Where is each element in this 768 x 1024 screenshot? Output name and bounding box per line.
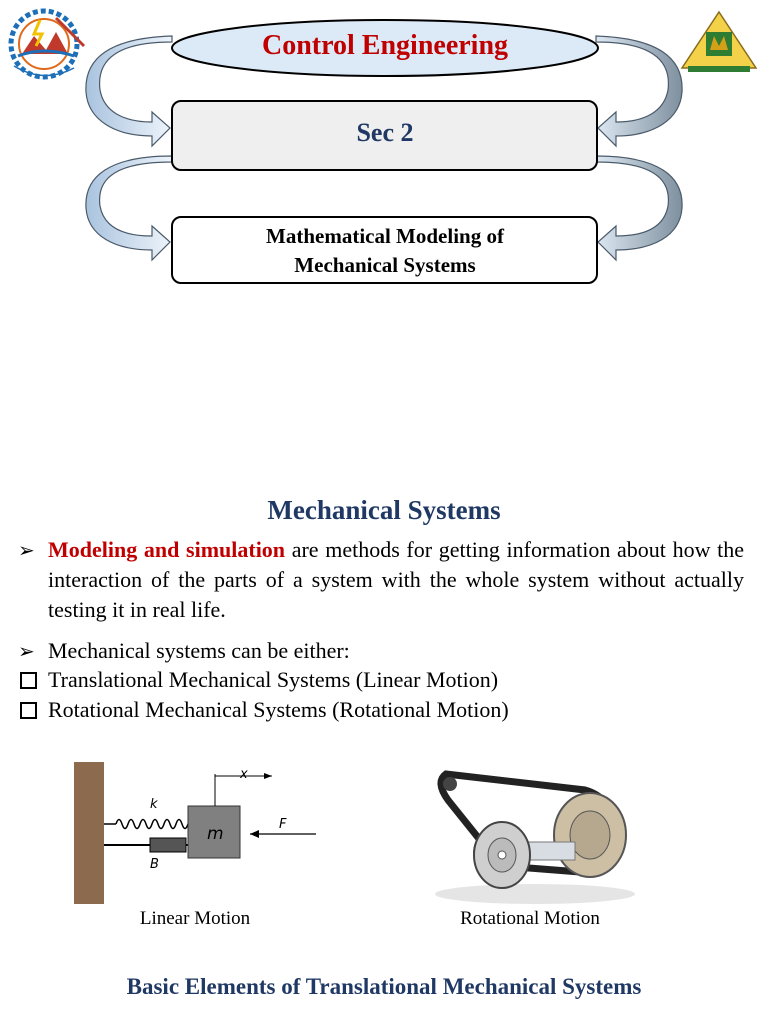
label-x: x	[239, 767, 248, 782]
topic-title-line-1: Mathematical Modeling of	[266, 224, 504, 248]
label-k: k	[150, 797, 158, 812]
section-label: Sec 2	[356, 118, 414, 147]
curved-arrow-right-2	[595, 155, 683, 262]
arrow-bullet-icon: ➢	[18, 641, 35, 663]
checkbox-icon	[20, 702, 37, 719]
checklist-item-2: Rotational Mechanical Systems (Rotationa…	[48, 697, 509, 722]
label-F: F	[279, 817, 287, 832]
arrow-bullet-icon: ➢	[18, 540, 35, 562]
linear-motion-diagram: x k m F B	[74, 762, 316, 904]
topic-title: Mathematical Modeling of Mechanical Syst…	[175, 222, 595, 280]
mass-block	[187, 805, 241, 859]
title-oval	[171, 19, 599, 77]
university-logo-icon	[680, 10, 758, 72]
topic-title-line-2: Mechanical Systems	[294, 253, 476, 277]
curved-arrow-left-1	[85, 35, 173, 148]
checklist-item-1: Translational Mechanical Systems (Linear…	[48, 667, 499, 692]
bullet-paragraph-2: Mechanical systems can be either:	[48, 638, 350, 663]
checkbox-icon	[20, 672, 37, 689]
faculty-logo-icon	[8, 8, 86, 80]
topic-box	[171, 216, 598, 284]
damper	[149, 837, 187, 853]
rotational-motion-caption: Rotational Motion	[460, 908, 600, 929]
curved-arrow-left-2	[85, 155, 173, 262]
label-B: B	[150, 857, 159, 872]
bullet-1-text: are methods for getting information abou…	[48, 537, 745, 622]
bullet-paragraph-1: Modeling and simulation are methods for …	[48, 535, 744, 625]
header-diagram	[85, 19, 683, 284]
course-title: Control Engineering	[261, 30, 509, 61]
footer-heading: Basic Elements of Translational Mechanic…	[126, 974, 642, 999]
section-box	[171, 100, 598, 171]
rotational-motion-image	[435, 770, 635, 904]
linear-motion-caption: Linear Motion	[139, 908, 251, 929]
wall	[74, 762, 104, 904]
curved-arrow-right-1	[595, 35, 683, 148]
label-m: m	[207, 824, 224, 844]
section-heading: Mechanical Systems	[267, 495, 501, 525]
highlight-text: Modeling and simulation	[48, 537, 286, 562]
